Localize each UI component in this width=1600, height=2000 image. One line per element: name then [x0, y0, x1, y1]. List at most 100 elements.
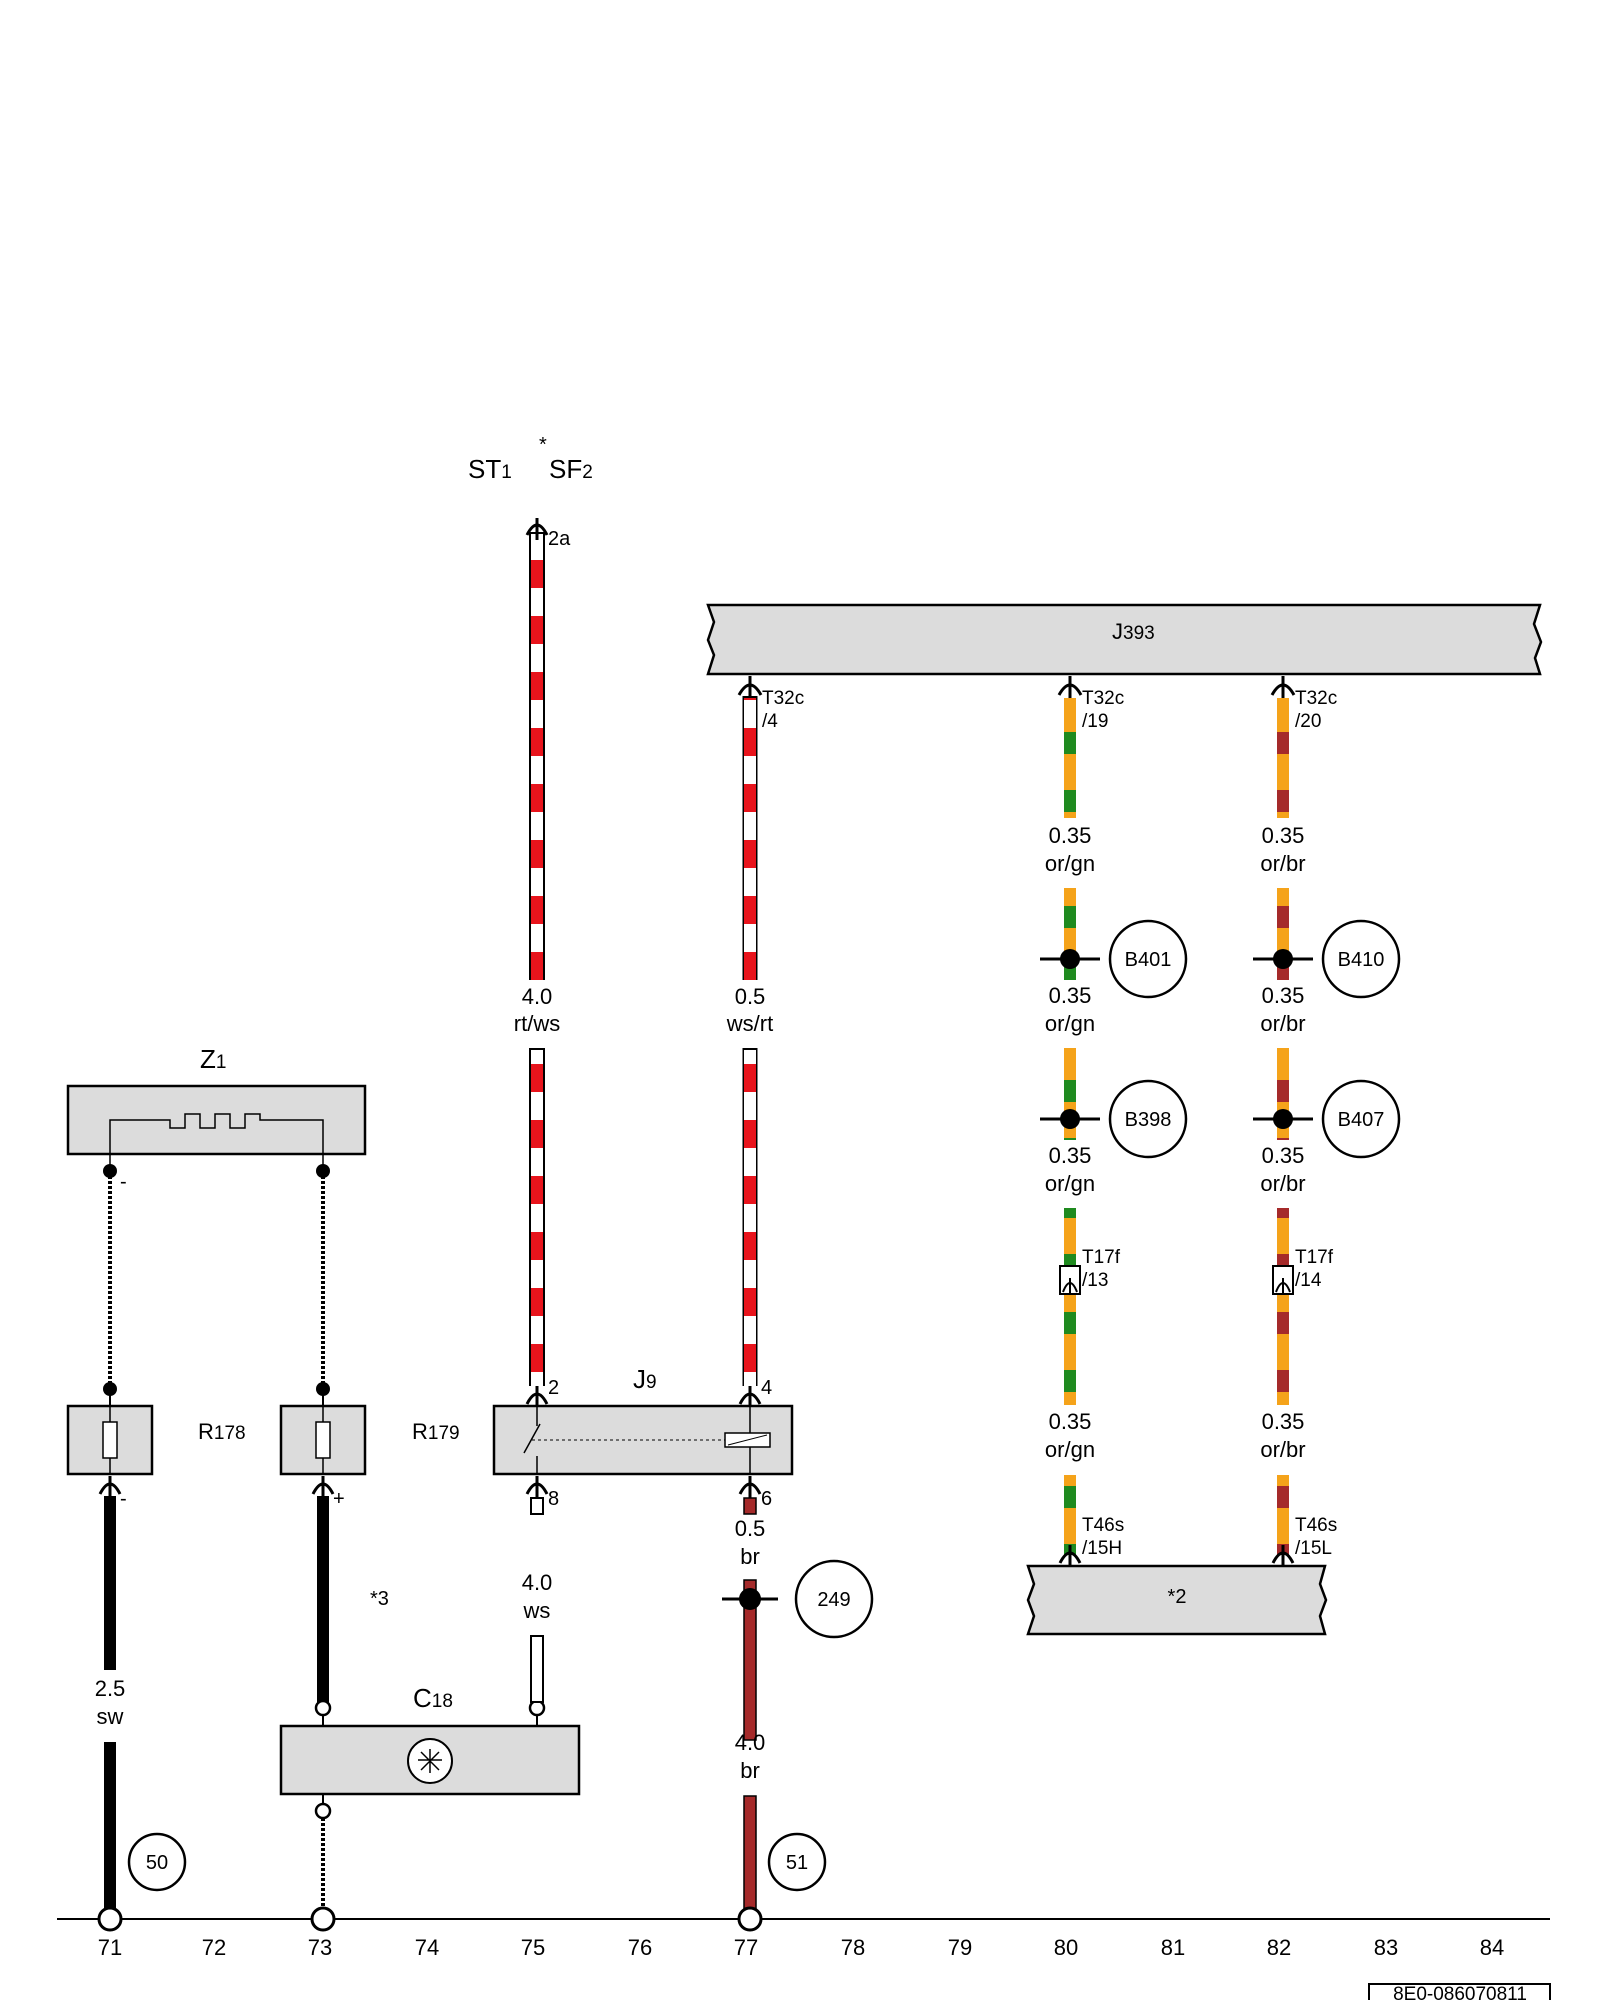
col-76: 76 [628, 1935, 652, 1960]
svg-text:B407: B407 [1338, 1109, 1385, 1131]
wire-77b-size: 0.5 [735, 1516, 766, 1541]
connector-r178-minus: - [98, 1476, 127, 1510]
doc-id-box: 8E0-086070811 [1368, 1983, 1551, 2000]
wire-82c-color: or/br [1260, 1171, 1305, 1196]
label-sf2-star: * [539, 434, 547, 456]
connector-j9-4: 4 [738, 1377, 772, 1406]
wire-82-seg5 [1277, 1475, 1289, 1555]
label-z1: Z1 [200, 1044, 226, 1074]
pin-t32c-20: /20 [1295, 711, 1321, 732]
wire-75b-size: 4.0 [522, 1570, 553, 1595]
wire-77-color: ws/rt [726, 1011, 773, 1036]
label-j9: J9 [633, 1364, 657, 1394]
pin-t32c-b: T32c [1082, 688, 1124, 709]
node-c18-bottom [314, 1802, 332, 1820]
column-numbers: 71 72 73 74 75 76 77 78 79 80 81 82 83 8… [98, 1935, 1504, 1960]
connector-t46s-15h: T46s /15H [1058, 1515, 1124, 1566]
wire-82a-size: 0.35 [1262, 823, 1305, 848]
connector-j9-6: 6 [738, 1476, 772, 1510]
connector-t46s-15l: T46s /15L [1271, 1515, 1337, 1566]
wire-80c-size: 0.35 [1049, 1143, 1092, 1168]
wire-75-ws-upper [530, 1497, 544, 1515]
svg-text:2: 2 [548, 1377, 559, 1399]
z1-box [66, 1084, 367, 1171]
svg-text:8: 8 [548, 1488, 559, 1510]
svg-text:50: 50 [146, 1852, 168, 1874]
c18-box [279, 1724, 581, 1796]
ground-ref-51: 51 [767, 1832, 827, 1892]
col-71: 71 [98, 1935, 122, 1960]
pin-t17f-b: T17f [1295, 1247, 1334, 1268]
pin-2a-label: 2a [548, 528, 571, 550]
connector-t32c-19: T32c /19 [1057, 676, 1124, 732]
wire-77-br-top [743, 1497, 757, 1515]
pin-t32c-4: /4 [762, 711, 778, 732]
col-82: 82 [1267, 1935, 1291, 1960]
doc-id: 8E0-086070811 [1393, 1984, 1527, 2000]
splice-249: 249 [722, 1559, 874, 1639]
svg-text:B398: B398 [1125, 1109, 1172, 1131]
wire-77b-color: br [740, 1544, 760, 1569]
wire-80a-color: or/gn [1045, 851, 1095, 876]
wire-82-seg1 [1277, 698, 1289, 818]
wire-80c-color: or/gn [1045, 1171, 1095, 1196]
wire-75b-color: ws [523, 1598, 551, 1623]
pin-t32c-a: T32c [762, 688, 804, 709]
splice-b401: B401 [1040, 919, 1188, 999]
label-star3: *3 [370, 1588, 389, 1610]
ground-node-73 [310, 1906, 336, 1932]
wire-75-mid [529, 1048, 545, 1386]
pin-t46s-b: T46s [1295, 1515, 1337, 1536]
svg-text:B410: B410 [1338, 949, 1385, 971]
pin-t46s-15l: /15L [1295, 1538, 1332, 1559]
connector-j9-2: 2 [525, 1377, 559, 1406]
col-79: 79 [948, 1935, 972, 1960]
col-78: 78 [841, 1935, 865, 1960]
col-81: 81 [1161, 1935, 1185, 1960]
wire-80-seg4 [1064, 1208, 1076, 1405]
r179-box [279, 1404, 367, 1476]
pin-t32c-c: T32c [1295, 688, 1337, 709]
svg-text:6: 6 [761, 1488, 772, 1510]
wire-82-seg4 [1277, 1208, 1289, 1405]
wire-77-br-lower [743, 1795, 757, 1913]
wire-82b-color: or/br [1260, 1011, 1305, 1036]
svg-text:249: 249 [817, 1589, 850, 1611]
wire-77-size: 0.5 [735, 984, 766, 1009]
col-74: 74 [415, 1935, 439, 1960]
node-71-top [103, 1164, 117, 1178]
splice-b398: B398 [1040, 1079, 1188, 1159]
r178-box [66, 1404, 154, 1476]
connector-t17f-14: T17f /14 [1272, 1247, 1334, 1295]
wire-80d-size: 0.35 [1049, 1409, 1092, 1434]
label-st1: ST1 [468, 454, 512, 484]
wire-77c-color: br [740, 1758, 760, 1783]
wire-80-seg1 [1064, 698, 1076, 818]
col-80: 80 [1054, 1935, 1078, 1960]
col-83: 83 [1374, 1935, 1398, 1960]
label-r178: R178 [198, 1419, 246, 1444]
pin-t17f-a: T17f [1082, 1247, 1121, 1268]
pin-t17f-13: /13 [1082, 1270, 1108, 1291]
wire-80-seg5 [1064, 1475, 1076, 1555]
wire-75-color: rt/ws [514, 1011, 560, 1036]
pin-t17f-14: /14 [1295, 1270, 1322, 1291]
label-j393: J393 [1112, 619, 1155, 644]
col-84: 84 [1480, 1935, 1504, 1960]
ground-node-71 [97, 1906, 123, 1932]
wire-71-size: 2.5 [95, 1676, 126, 1701]
node-c18-right-top [528, 1699, 546, 1717]
wire-82c-size: 0.35 [1262, 1143, 1305, 1168]
connector-t32c-4: T32c /4 [737, 676, 804, 732]
col-73: 73 [308, 1935, 332, 1960]
splice-b407: B407 [1253, 1079, 1401, 1159]
splice-b410: B410 [1253, 919, 1401, 999]
pin-t46s-15h: /15H [1082, 1538, 1122, 1559]
wire-82d-color: or/br [1260, 1437, 1305, 1462]
j393-box: J393 [706, 603, 1543, 676]
wire-75-size: 4.0 [522, 984, 553, 1009]
col-72: 72 [202, 1935, 226, 1960]
ground-ref-50: 50 [127, 1832, 187, 1892]
ground-node-77 [737, 1906, 763, 1932]
